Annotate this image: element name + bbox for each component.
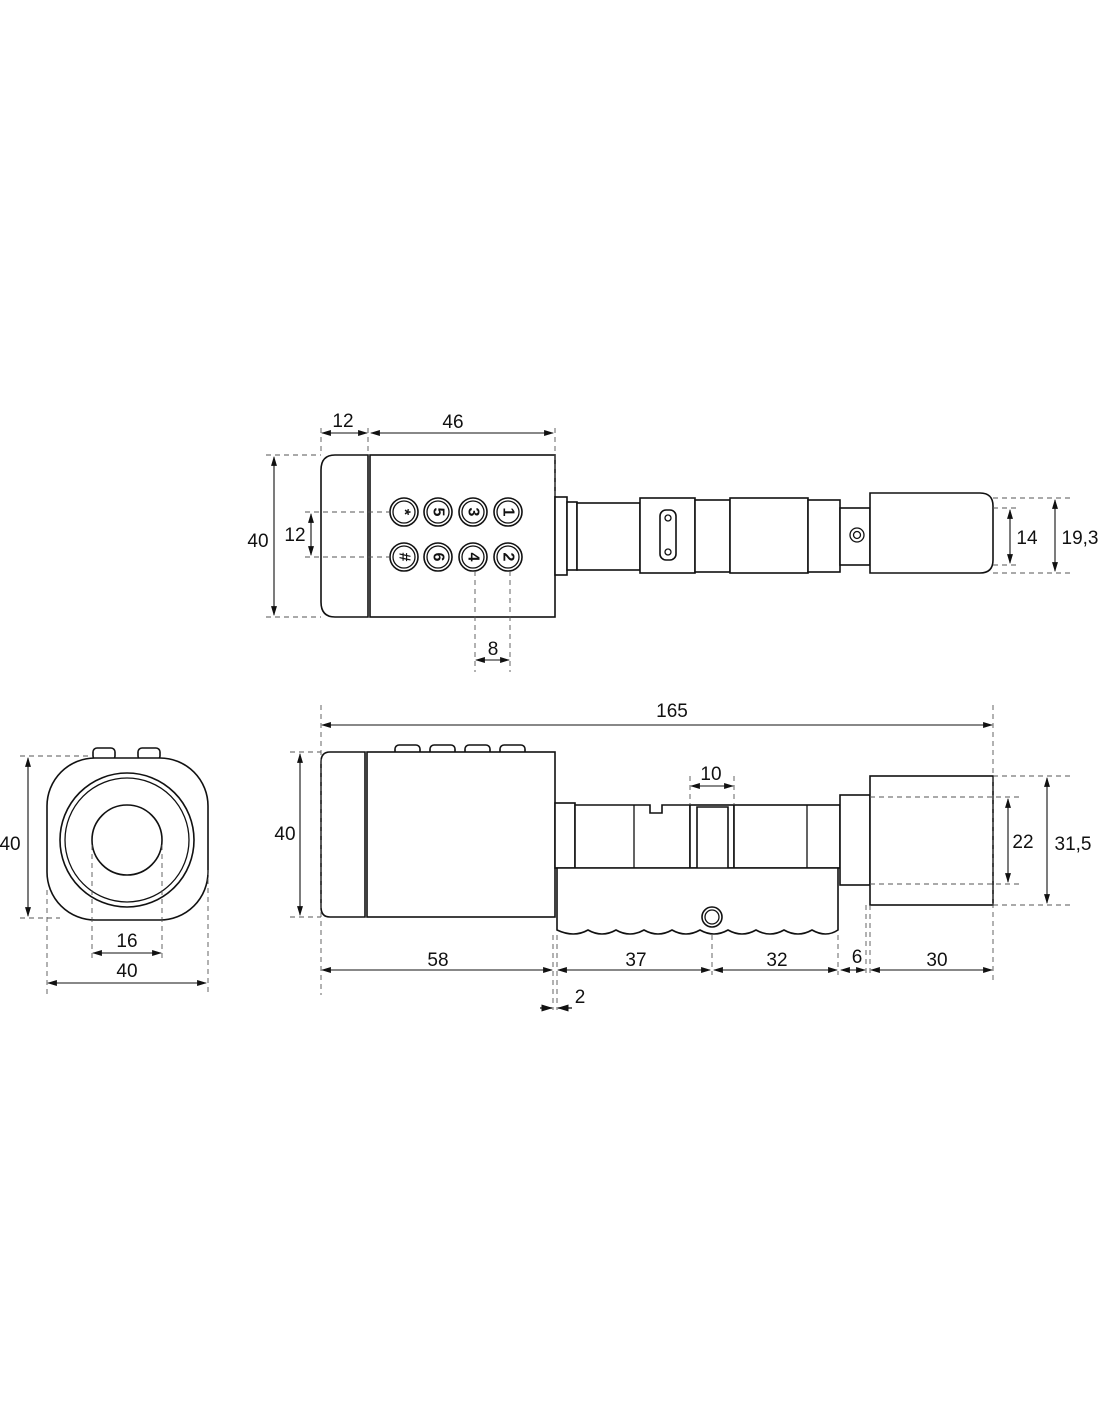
top-view: * 5 3 1 # 6 4 2 12 46 40 12 8 14 19,3 — [247, 411, 1098, 672]
dim-key-row-gap: 12 — [284, 525, 305, 546]
dim-collar: 6 — [852, 947, 863, 968]
end-view: 40 16 40 — [0, 747, 209, 995]
dim-cam-width: 10 — [700, 764, 721, 785]
dim-outer-length: 58 — [427, 950, 448, 971]
dim-end-width: 40 — [116, 961, 137, 982]
dim-knob-inner-side: 22 — [1012, 832, 1033, 853]
svg-text:5: 5 — [430, 508, 447, 517]
dim-total-length: 165 — [656, 701, 688, 722]
dim-knob-inner: 14 — [1016, 528, 1038, 549]
dim-cylinder-a: 37 — [625, 950, 646, 971]
dim-knob-outer-side: 31,5 — [1055, 834, 1092, 855]
top-cap — [320, 454, 369, 618]
dim-knob-length: 30 — [926, 950, 947, 971]
dim-side-height: 40 — [274, 824, 295, 845]
dim-body-length: 46 — [442, 412, 463, 433]
side-dimensions: 165 40 10 22 31,5 58 37 32 6 30 2 — [274, 701, 1092, 1012]
keypad: * 5 3 1 # 6 4 2 — [389, 497, 523, 572]
dim-knob-outer: 19,3 — [1062, 528, 1099, 549]
key-2: 2 — [493, 542, 523, 572]
dim-end-inner: 16 — [116, 931, 137, 952]
dim-height: 40 — [247, 531, 268, 552]
svg-text:4: 4 — [465, 553, 482, 562]
side-cap — [320, 751, 366, 918]
side-cylinder — [554, 775, 994, 935]
svg-text:6: 6 — [430, 553, 447, 562]
top-keypad-body — [369, 454, 556, 618]
side-body — [366, 751, 556, 918]
svg-text:*: * — [396, 509, 413, 516]
key-star: * — [389, 497, 419, 527]
key-hash: # — [389, 542, 419, 572]
svg-text:3: 3 — [465, 508, 482, 517]
key-1: 1 — [493, 497, 523, 527]
top-shaft — [554, 492, 994, 576]
top-knob — [869, 492, 994, 574]
top-dimensions: 12 46 40 12 8 14 19,3 — [247, 411, 1098, 672]
svg-text:2: 2 — [500, 553, 517, 562]
dim-gap: 2 — [575, 987, 586, 1008]
dim-key-pitch: 8 — [488, 639, 499, 660]
side-knob — [869, 775, 994, 906]
dim-cap-length: 12 — [332, 411, 353, 432]
key-5: 5 — [423, 497, 453, 527]
key-4: 4 — [458, 542, 488, 572]
svg-text:1: 1 — [500, 508, 517, 517]
key-3: 3 — [458, 497, 488, 527]
end-inner-knob — [91, 804, 163, 876]
dim-end-height: 40 — [0, 834, 21, 855]
svg-text:#: # — [396, 553, 413, 562]
dim-cylinder-b: 32 — [766, 950, 787, 971]
side-view: 165 40 10 22 31,5 58 37 32 6 30 2 — [274, 701, 1092, 1012]
key-6: 6 — [423, 542, 453, 572]
